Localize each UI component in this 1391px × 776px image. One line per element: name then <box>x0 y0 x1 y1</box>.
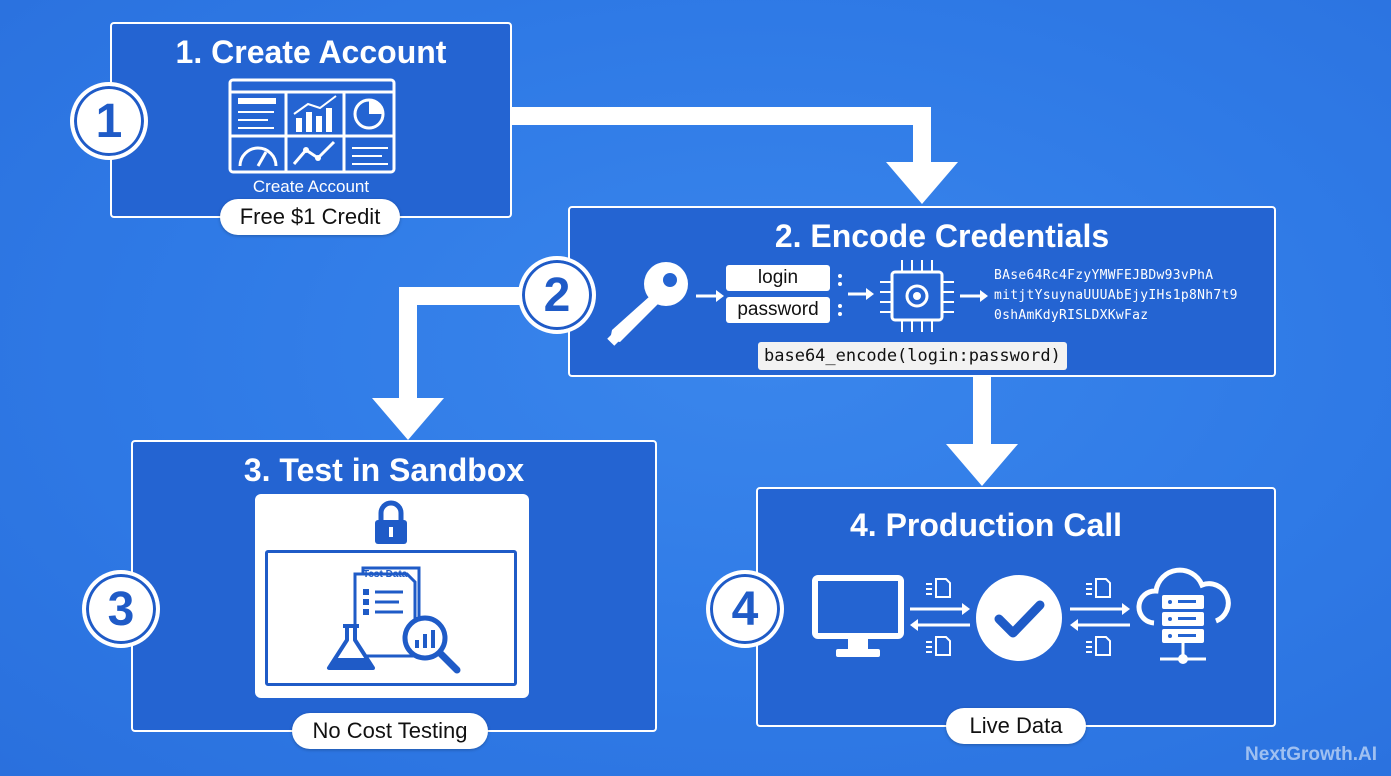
sandbox-frame: Test Data <box>255 494 529 698</box>
encoded-line-1: BAse64Rc4FzyYMWFEJBDw93vPhA <box>994 268 1214 283</box>
cloud-server-icon <box>1136 567 1231 664</box>
test-data-label: Test Data <box>363 569 408 580</box>
arrow-fields-to-chip <box>838 274 874 316</box>
step-1-pill: Free $1 Credit <box>220 199 400 235</box>
check-icon <box>976 575 1062 661</box>
step-3-badge: 3 <box>82 570 160 648</box>
sandbox-inner <box>265 550 517 686</box>
response-arrows-right <box>1070 578 1130 656</box>
dashboard-icon <box>228 78 396 174</box>
step-4-badge: 4 <box>706 570 784 648</box>
magnifier-icon <box>402 615 461 674</box>
step-1-caption: Create Account <box>252 177 370 196</box>
step-2-title: 2. Encode Credentials <box>774 218 1110 254</box>
encode-code-snippet: base64_encode(login:password) <box>758 342 1067 370</box>
encoded-line-2: mitjtYsuynaUUUAbEjyIHs1p8Nh7t9 <box>994 288 1238 303</box>
step-3-title: 3. Test in Sandbox <box>243 452 525 488</box>
step-3-panel: 3. Test in Sandbox Test Data <box>131 440 657 732</box>
flask-icon <box>327 624 375 670</box>
key-icon <box>607 262 688 346</box>
chip-icon <box>880 260 954 332</box>
login-field: login <box>726 265 830 291</box>
step-3-pill: No Cost Testing <box>292 713 488 749</box>
brand-watermark: NextGrowth.AI <box>1245 744 1377 765</box>
step-1-badge: 1 <box>70 82 148 160</box>
step-4-panel: 4. Production Call <box>756 487 1276 727</box>
step-4-pill: Live Data <box>946 708 1086 744</box>
step-4-title: 4. Production Call <box>849 507 1123 543</box>
monitor-icon <box>812 575 904 657</box>
step-2-badge: 2 <box>518 256 596 334</box>
lock-icon <box>375 500 407 544</box>
arrow-chip-to-output <box>960 290 988 302</box>
password-field: password <box>726 297 830 323</box>
arrow-key-to-fields <box>696 290 724 302</box>
step-1-panel: 1. Create Account Create Account <box>110 22 512 218</box>
encoded-line-3: 0shAmKdyRISLDXKwFaz <box>994 308 1149 323</box>
request-arrows-left <box>910 578 970 656</box>
step-1-title: 1. Create Account <box>175 34 447 70</box>
step-2-panel: 2. Encode Credentials login password BAs… <box>568 206 1276 377</box>
